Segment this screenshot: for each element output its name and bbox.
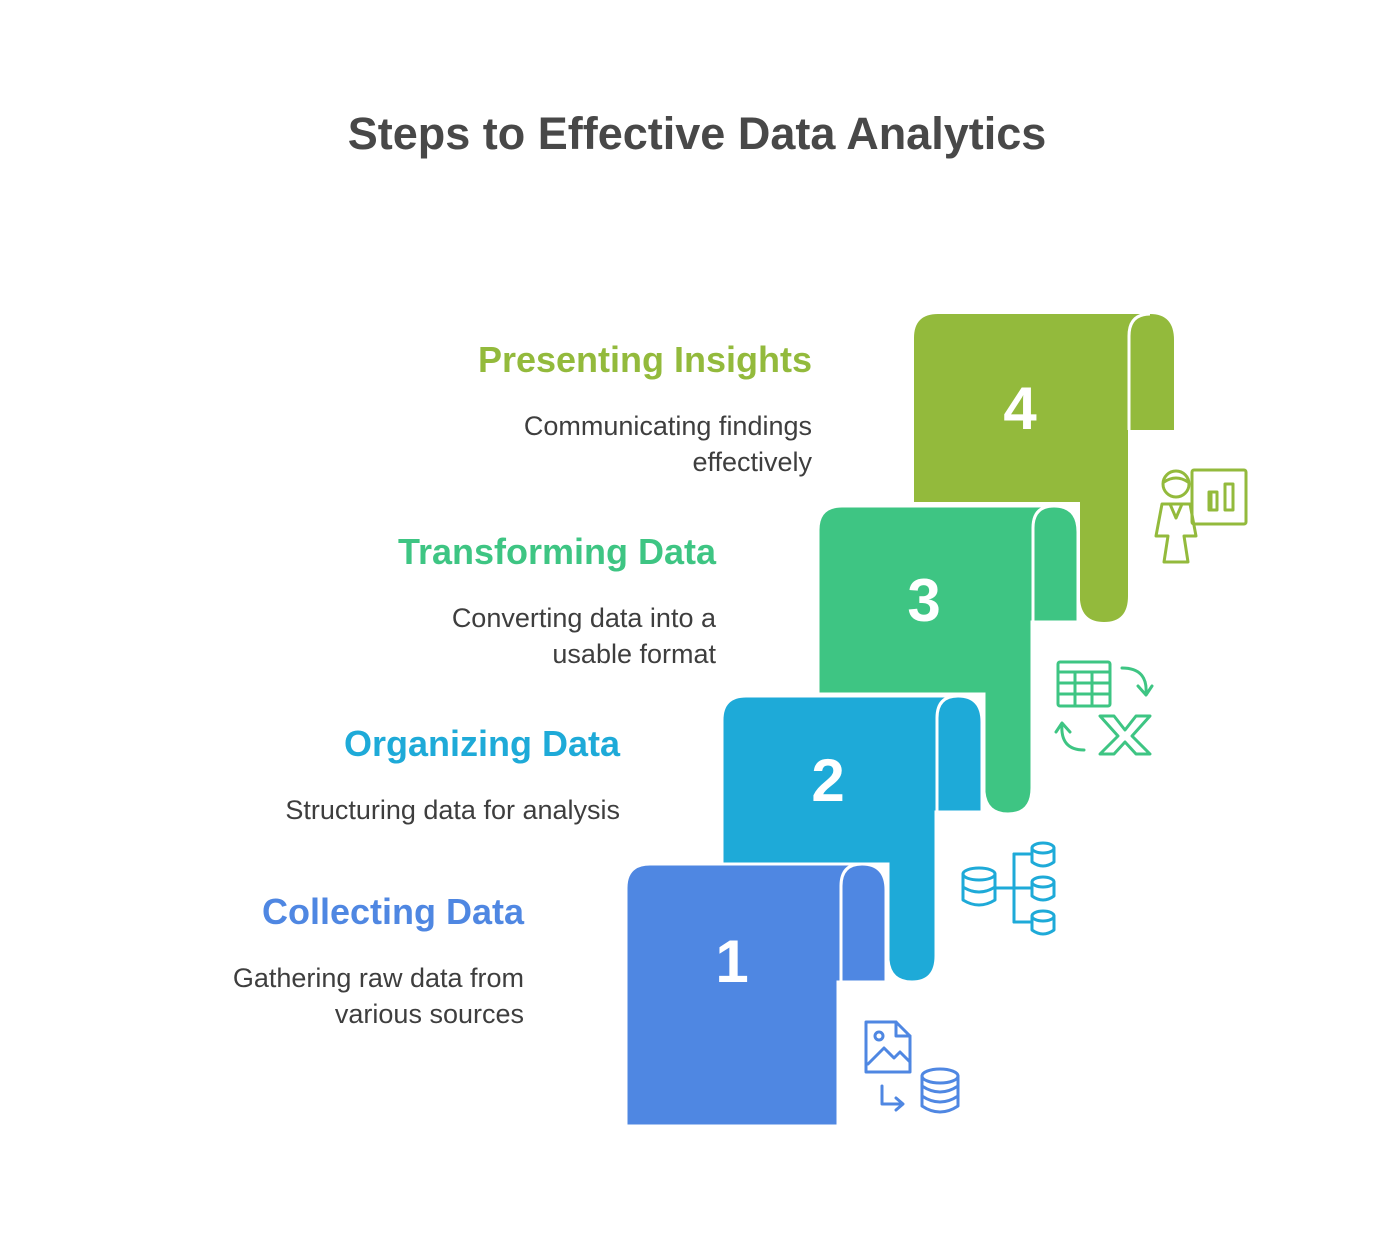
page-title: Steps to Effective Data Analytics <box>347 108 1047 159</box>
step-2-banner: 2 <box>720 694 984 984</box>
step-2-description-line: Structuring data for analysis <box>285 795 620 825</box>
step-4-description-line: Communicating findings <box>523 411 812 441</box>
step-2-number: 2 <box>811 747 844 814</box>
step-3-text: Transforming Data Converting data into a… <box>300 530 716 672</box>
step-4-number: 4 <box>1003 375 1037 442</box>
step-3-description: Converting data into a usable format <box>300 600 716 672</box>
step-1-description-line: Gathering raw data from <box>232 963 524 993</box>
step-1-description-line: various sources <box>334 999 524 1029</box>
spreadsheet-transform-icon <box>1054 660 1154 756</box>
step-2-title: Organizing Data <box>343 723 620 764</box>
step-4-description: Communicating findings effectively <box>400 408 812 480</box>
step-4-description-line: effectively <box>692 447 812 477</box>
step-3-description-line: Converting data into a <box>451 603 716 633</box>
step-4-title: Presenting Insights <box>477 339 812 380</box>
step-2-text: Organizing Data Structuring data for ana… <box>200 722 620 828</box>
step-3-description-line: usable format <box>552 639 716 669</box>
step-1-title: Collecting Data <box>261 891 524 932</box>
step-1-banner: 1 <box>624 862 888 1128</box>
step-1-description: Gathering raw data from various sources <box>150 960 524 1032</box>
step-1-text: Collecting Data Gathering raw data from … <box>150 890 524 1032</box>
step-4-text: Presenting Insights Communicating findin… <box>400 338 812 480</box>
presenter-chart-icon <box>1154 468 1248 564</box>
step-2-description: Structuring data for analysis <box>200 792 620 828</box>
step-4-banner: 4 <box>914 312 1174 622</box>
step-1-number: 1 <box>715 928 748 995</box>
image-to-database-icon <box>864 1020 960 1114</box>
step-3-banner: 3 <box>816 504 1080 816</box>
step-3-title: Transforming Data <box>397 531 716 572</box>
database-hierarchy-icon <box>961 841 1056 936</box>
step-3-number: 3 <box>907 567 940 634</box>
